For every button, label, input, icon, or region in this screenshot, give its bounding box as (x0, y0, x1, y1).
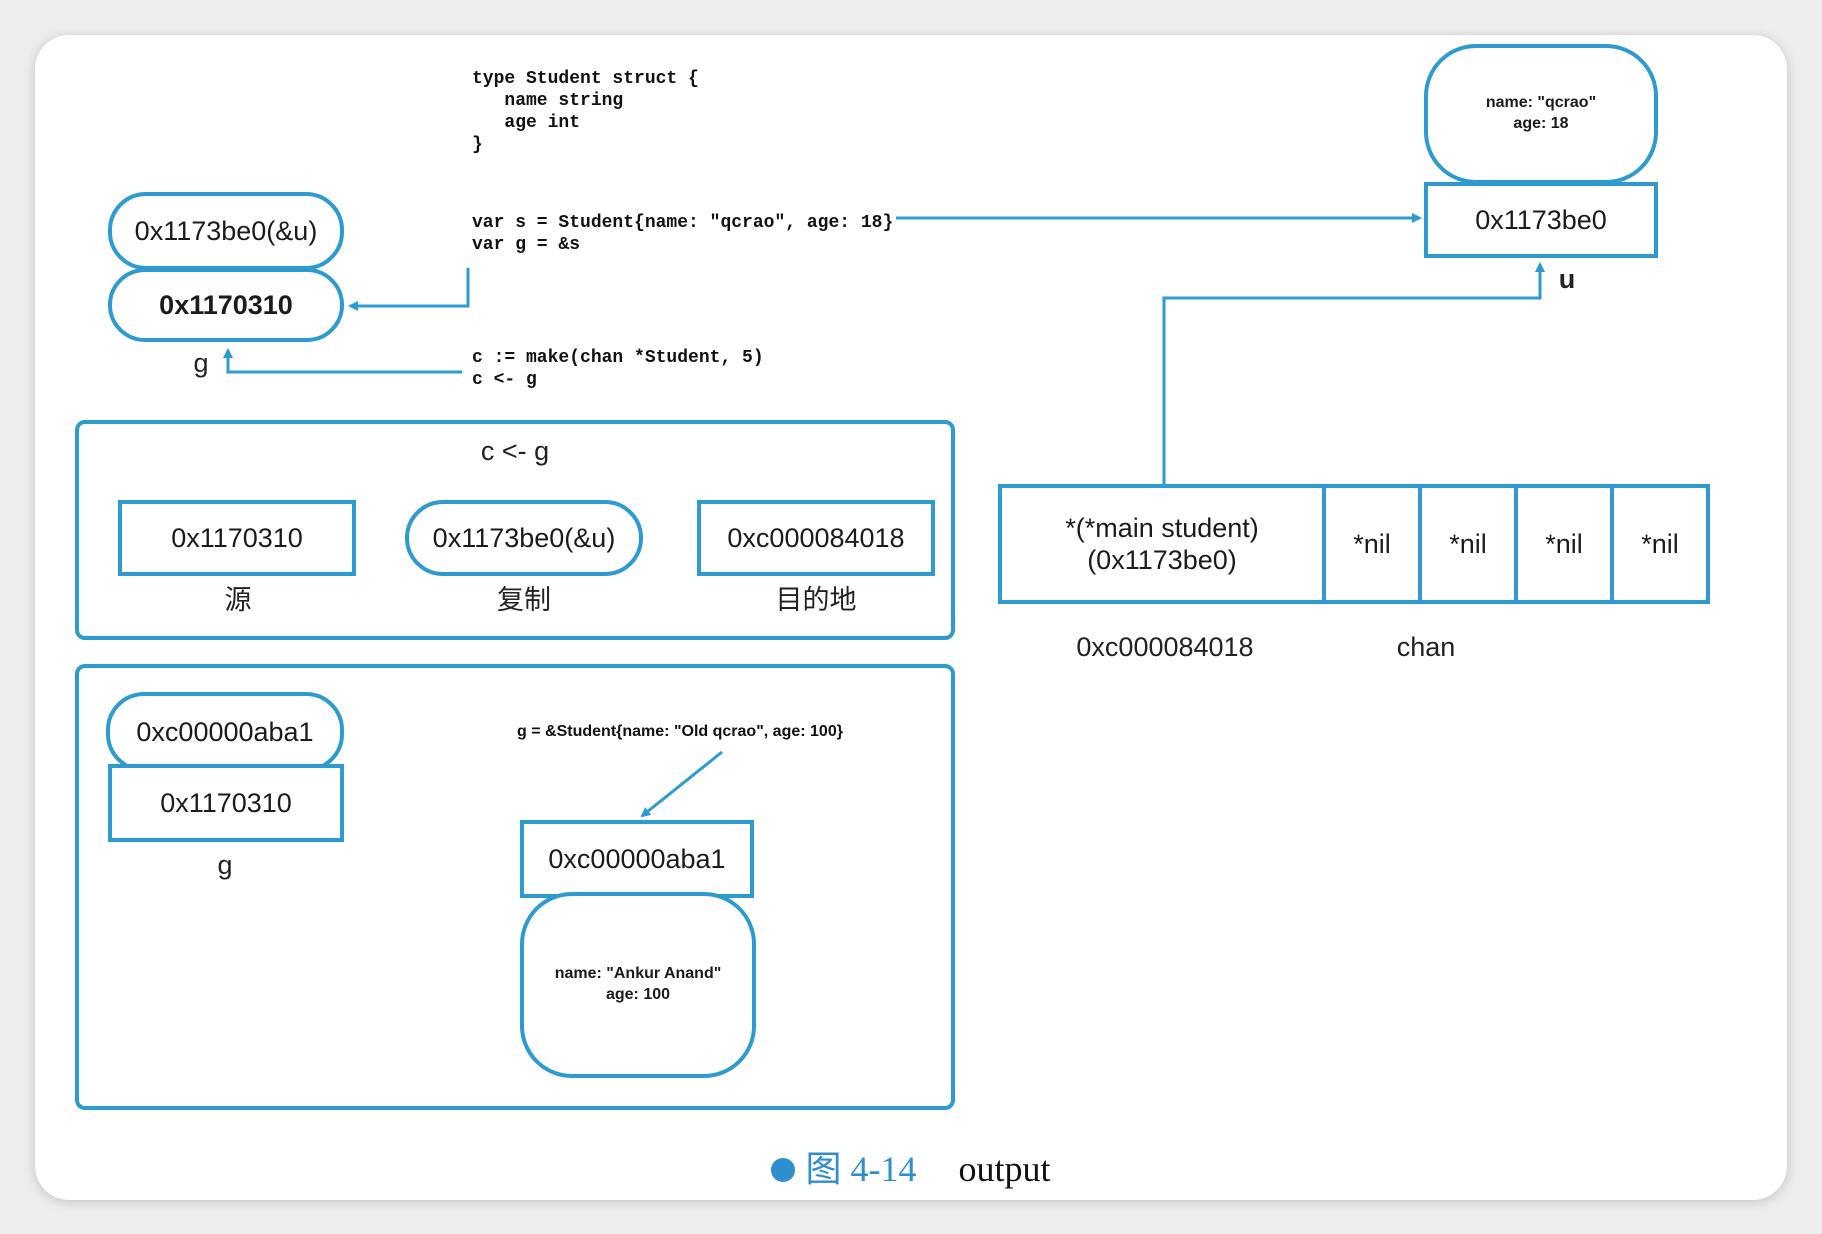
g-address-text: 0x1170310 (159, 289, 293, 320)
g-value-text: 0x1173be0(&u) (134, 215, 318, 246)
destination-label: 目的地 (775, 585, 857, 615)
u-struct-name: name: "qcrao" (1485, 94, 1597, 112)
bottom-g-value-text: 0xc00000aba1 (136, 716, 314, 747)
g-address-pill: 0x1170310 (108, 268, 344, 342)
u-struct-box: name: "qcrao" age: 18 (1424, 44, 1658, 184)
channel-slot-1: *nil (1322, 484, 1422, 604)
code-channel-send: c := make(chan *Student, 5) c <- g (472, 348, 764, 390)
copy-value: 0x1173be0(&u) (432, 522, 616, 553)
source-label: 源 (224, 585, 252, 615)
source-box: 0x1170310 (118, 500, 356, 576)
bottom-g-address-text: 0x1170310 (160, 787, 292, 818)
destination-value: 0xc000084018 (727, 522, 905, 553)
nil-slot-text: *nil (1641, 528, 1679, 559)
channel-slot-0: *(*main student) (0x1173be0) (998, 484, 1326, 604)
u-struct-age: age: 18 (1513, 115, 1569, 132)
figure-number: 图 4-14 (805, 1149, 917, 1189)
channel-slot-2: *nil (1418, 484, 1518, 604)
channel-label: chan (1396, 632, 1456, 662)
new-student-address-text: 0xc00000aba1 (548, 843, 726, 874)
bottom-g-value-pill: 0xc00000aba1 (106, 692, 344, 772)
g-label: g (193, 348, 209, 378)
code-variable-assignment: var s = Student{name: "qcrao", age: 18} … (472, 213, 894, 255)
new-student-struct-box: name: "Ankur Anand" age: 100 (520, 892, 756, 1078)
copy-pill: 0x1173be0(&u) (405, 500, 643, 576)
new-student-name: name: "Ankur Anand" (554, 965, 722, 983)
source-value: 0x1170310 (171, 522, 303, 553)
u-address-box: 0x1173be0 (1424, 182, 1658, 258)
copy-panel (75, 420, 955, 640)
channel-slot-4: *nil (1610, 484, 1710, 604)
new-student-address-box: 0xc00000aba1 (520, 820, 754, 898)
channel-address-label: 0xc000084018 (1076, 632, 1254, 662)
nil-slot-text: *nil (1353, 528, 1391, 559)
code-struct-definition: type Student struct { name string age in… (472, 69, 699, 155)
reassign-code: g = &Student{name: "Old qcrao", age: 100… (517, 723, 843, 740)
bottom-g-address-box: 0x1170310 (108, 764, 344, 842)
destination-box: 0xc000084018 (697, 500, 935, 576)
channel-slot-0-line1: *(*main student) (1065, 512, 1259, 543)
caption-bullet-icon (771, 1157, 796, 1182)
reassign-panel (75, 664, 955, 1110)
copy-label: 复制 (497, 585, 551, 615)
channel-slot-0-line2: (0x1173be0) (1087, 545, 1237, 575)
bottom-g-label: g (217, 850, 233, 880)
figure-text: output (958, 1149, 1051, 1189)
g-value-pill: 0x1173be0(&u) (108, 192, 344, 270)
channel-slot-3: *nil (1514, 484, 1614, 604)
figure-caption: 图 4-14 output (0, 1140, 1822, 1192)
copy-panel-title: c <- g (480, 436, 550, 466)
nil-slot-text: *nil (1545, 528, 1583, 559)
nil-slot-text: *nil (1449, 528, 1487, 559)
u-label: u (1558, 264, 1576, 294)
u-address-text: 0x1173be0 (1475, 204, 1607, 235)
new-student-age: age: 100 (605, 986, 671, 1003)
